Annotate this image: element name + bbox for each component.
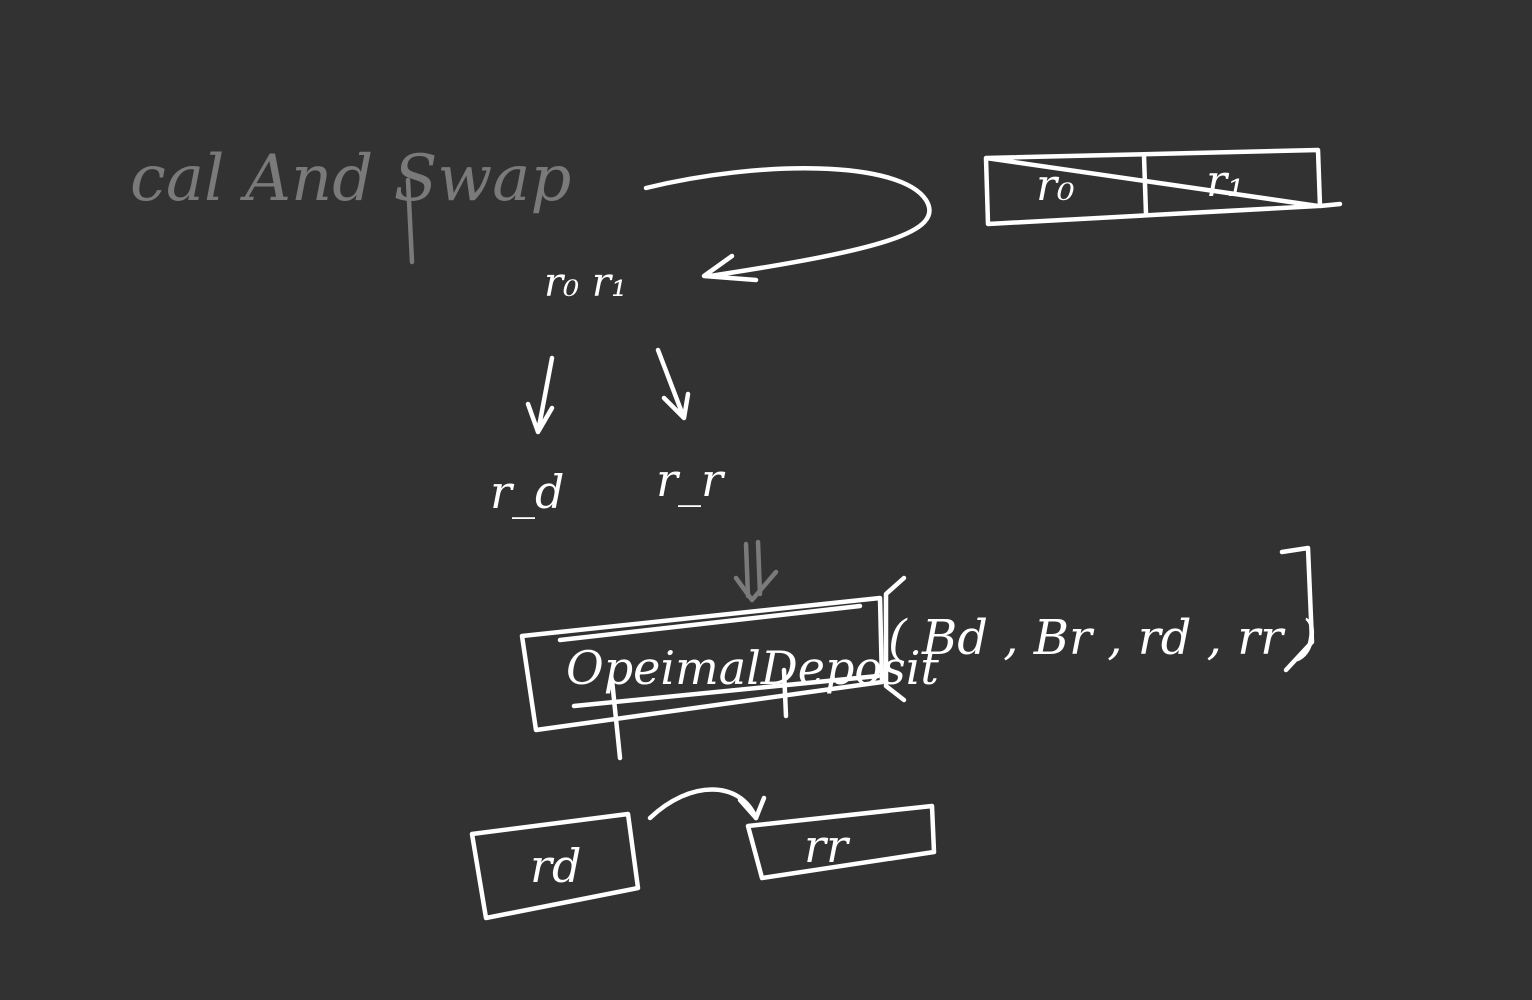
register-cell-r1: r₁ (1206, 156, 1245, 207)
function-box-inner-line (557, 603, 881, 709)
inline-registers: r₀ r₁ (544, 260, 627, 306)
split-arrow-left (525, 355, 555, 435)
transfer-arrow-head (737, 795, 767, 821)
load-arrow-head (701, 253, 759, 283)
result-right-label: rr (804, 819, 851, 873)
result-box-right-outline (745, 803, 937, 881)
register-array-divider (1141, 153, 1149, 217)
result-box-left: rd (469, 811, 641, 921)
result-box-right: rr (745, 803, 937, 881)
function-box-outline (519, 595, 885, 733)
register-cell-r0: r₀ (1036, 160, 1075, 211)
title-text: cal And Swap (130, 142, 571, 216)
register-array-outline (983, 147, 1343, 227)
function-args-open-bracket (883, 575, 907, 703)
result-box-left-outline (469, 811, 641, 921)
transfer-arrow-curve (647, 787, 759, 821)
title-p-descender (405, 177, 415, 265)
output-r-r: r_r (656, 453, 726, 507)
function-args: ( Bd , Br , rd , rr ) (888, 610, 1317, 666)
split-arrow-right (655, 347, 691, 421)
output-r-d: r_d (490, 465, 564, 519)
function-name: OpeimalDeposit (566, 641, 939, 695)
function-call: OpeimalDeposit ( Bd , Br , rd , rr ) (519, 545, 1317, 761)
register-array: r₀ r₁ (983, 147, 1343, 227)
result-left-label: rd (530, 839, 581, 893)
load-arrow-curve (643, 166, 932, 279)
implies-double-arrow (733, 539, 779, 603)
function-args-close-bracket (1279, 545, 1315, 673)
function-name-descender (609, 667, 789, 761)
